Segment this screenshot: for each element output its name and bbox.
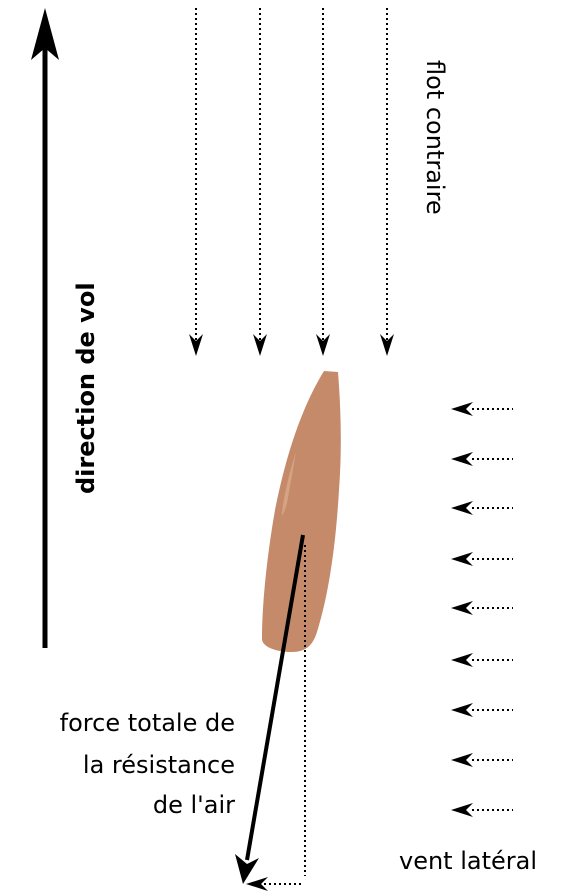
- headwind-arrow-2: [253, 8, 267, 356]
- crosswind-arrow-3: [451, 501, 513, 515]
- crosswind-arrow-1: [451, 402, 513, 416]
- crosswind-label: vent latéral: [399, 847, 537, 875]
- crosswind-arrow-6: [451, 653, 513, 667]
- crosswind-arrow-9: [451, 803, 513, 817]
- flight-direction-label: direction de vol: [72, 282, 100, 494]
- crosswind-arrow-8: [451, 753, 513, 767]
- headwind-label: flot contraire: [421, 60, 449, 215]
- force-label-line-2: la résistance: [83, 751, 235, 779]
- headwind-arrow-4: [380, 8, 394, 356]
- crosswind-arrows: [451, 402, 513, 817]
- headwind-arrows: [189, 8, 394, 356]
- crosswind-arrow-7: [451, 703, 513, 717]
- headwind-arrow-1: [189, 8, 203, 356]
- headwind-arrow-3: [316, 8, 330, 356]
- crosswind-arrow-5: [451, 601, 513, 615]
- force-label-line-3: de l'air: [153, 791, 235, 819]
- crosswind-arrow-2: [451, 452, 513, 466]
- crosswind-arrow-4: [451, 552, 513, 566]
- force-horizontal-component: [246, 877, 304, 891]
- force-label-line-1: force totale de: [60, 709, 235, 737]
- total-force-label: force totale de la résistance de l'air: [60, 709, 235, 819]
- total-force-arrow: [235, 534, 305, 884]
- projectile: [262, 371, 341, 652]
- flight-direction-arrow: [31, 8, 59, 648]
